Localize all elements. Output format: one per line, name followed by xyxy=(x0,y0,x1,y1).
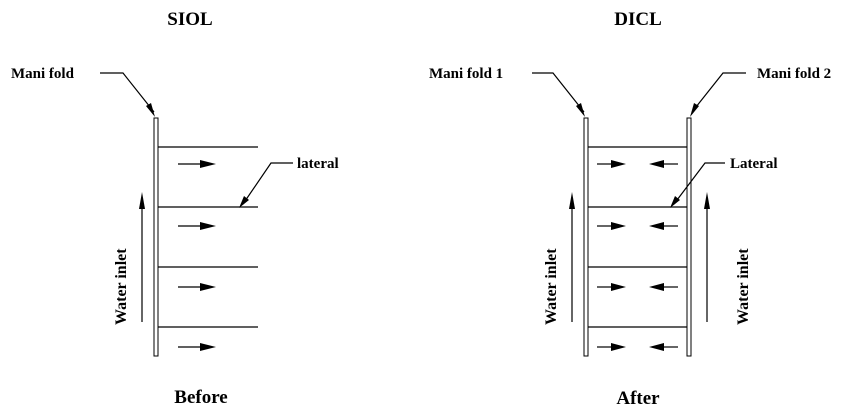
water-inlet-label-left: Water inlet xyxy=(543,248,560,325)
siol-title: SIOL xyxy=(167,9,212,30)
inlet-arrow-right xyxy=(704,192,710,322)
flow-arrow xyxy=(178,283,216,291)
flow-arrow-pair xyxy=(597,283,678,291)
manifold-1-leader xyxy=(532,72,585,117)
lateral-label: lateral xyxy=(297,156,339,172)
dicl-panel: DICL xyxy=(429,9,831,409)
flow-arrow-pair xyxy=(597,343,678,351)
lateral-leader xyxy=(239,162,293,208)
manifold-2-label: Mani fold 2 xyxy=(757,66,831,82)
manifold-1-pipe xyxy=(583,117,589,357)
flow-arrow-pair xyxy=(597,222,678,230)
manifold-label: Mani fold xyxy=(11,66,75,82)
water-inlet-label: Water inlet xyxy=(113,248,130,325)
inlet-arrow xyxy=(139,192,145,322)
flow-arrow xyxy=(178,222,216,230)
manifold-1-label: Mani fold 1 xyxy=(429,66,503,82)
lateral-leader xyxy=(670,162,725,208)
flow-arrow xyxy=(178,343,216,351)
manifold-2-pipe xyxy=(686,117,692,357)
manifold-leader xyxy=(100,72,155,117)
dicl-title: DICL xyxy=(614,9,662,30)
lateral-label: Lateral xyxy=(730,156,777,172)
siol-panel: SIOL Water inlet xyxy=(11,9,339,408)
flow-arrow-pair xyxy=(597,160,678,168)
manifold-2-leader xyxy=(690,72,746,117)
water-inlet-label-right: Water inlet xyxy=(735,248,752,325)
after-caption: After xyxy=(616,388,660,409)
flow-arrow xyxy=(178,160,216,168)
manifold-pipe xyxy=(153,117,159,357)
inlet-arrow-left xyxy=(569,192,575,322)
before-caption: Before xyxy=(174,387,227,408)
